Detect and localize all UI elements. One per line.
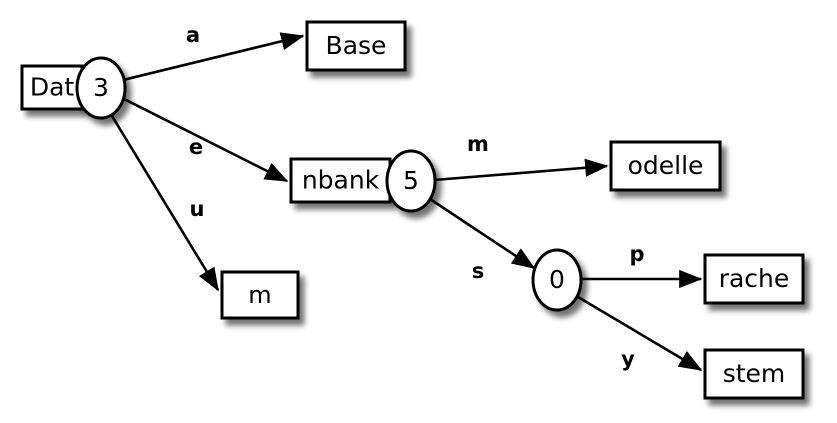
node-nbank-label: nbank (302, 166, 380, 195)
node-5-label: 5 (403, 166, 419, 195)
edge-u (110, 115, 220, 292)
node-3-label: 3 (93, 73, 109, 102)
edge-y (577, 295, 703, 372)
node-odelle-label: odelle (628, 151, 704, 180)
edge-labels-layer: a e u m s p y (186, 23, 645, 371)
node-dat[interactable]: Dat (20, 64, 84, 111)
node-dat-shape[interactable] (20, 64, 84, 111)
node-base[interactable]: Base (305, 20, 407, 72)
node-dat-label: Dat (30, 73, 75, 102)
node-m-shape[interactable] (220, 270, 300, 320)
node-stem[interactable]: stem (703, 348, 805, 400)
node-rache-shape[interactable] (703, 253, 805, 305)
node-3-shape[interactable] (75, 56, 127, 120)
node-5[interactable]: 5 (385, 149, 437, 213)
node-0[interactable]: 0 (531, 248, 583, 312)
edge-label-a: a (186, 23, 200, 47)
node-rache-label: rache (719, 264, 790, 293)
node-odelle[interactable]: odelle (609, 140, 722, 192)
node-3[interactable]: 3 (75, 56, 127, 120)
edge-label-e: e (189, 135, 203, 159)
node-0-label: 0 (549, 265, 565, 294)
edge-e (121, 96, 289, 183)
node-m-label: m (248, 281, 271, 309)
node-stem-label: stem (723, 359, 786, 388)
edge-label-y: y (621, 347, 635, 371)
node-base-label: Base (326, 31, 387, 60)
edge-a (122, 32, 305, 82)
node-5-shape[interactable] (385, 149, 437, 213)
edges-layer (110, 32, 703, 372)
edge-label-p: p (629, 242, 644, 266)
node-0-shape[interactable] (531, 248, 583, 312)
node-rache[interactable]: rache (703, 253, 805, 305)
edge-m (433, 158, 609, 182)
edge-label-s: s (472, 259, 485, 283)
node-base-shape[interactable] (305, 20, 407, 72)
edge-label-u: u (190, 197, 205, 221)
node-stem-shape[interactable] (703, 348, 805, 400)
node-nbank[interactable]: nbank (289, 157, 392, 204)
edge-label-m: m (467, 132, 489, 156)
node-m[interactable]: m (220, 270, 300, 320)
node-nbank-shape[interactable] (289, 157, 392, 204)
edge-s (429, 197, 536, 270)
node-odelle-shape[interactable] (609, 140, 722, 192)
